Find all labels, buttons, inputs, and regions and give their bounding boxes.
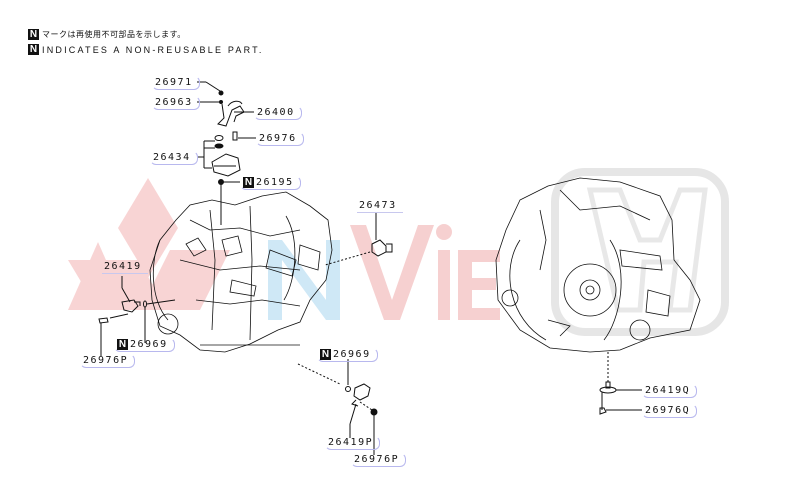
legend-japanese: N マークは再使用不可部品を示します。	[28, 29, 186, 40]
part-number: 26419	[104, 261, 142, 272]
legend-japanese-text: マークは再使用不可部品を示します。	[42, 30, 186, 39]
non-reusable-badge-icon: N	[28, 44, 39, 55]
part-number: 26976	[259, 133, 297, 144]
callout-26434[interactable]: 26434	[150, 151, 198, 165]
part-number: 26400	[257, 107, 295, 118]
part-number: 26434	[153, 152, 191, 163]
part-number: 26976P	[354, 454, 400, 465]
callout-26473[interactable]: 26473	[357, 200, 403, 213]
callout-26963[interactable]: 26963	[152, 96, 200, 110]
part-number: 26969	[130, 339, 168, 350]
right-transmission-sketch	[495, 177, 701, 353]
callout-26976[interactable]: 26976	[256, 132, 304, 146]
callout-26971[interactable]: 26971	[152, 76, 200, 90]
callout-26976P-bottom[interactable]: 26976P	[351, 453, 407, 467]
part-number: 26976P	[83, 355, 129, 366]
callout-26419Q[interactable]: 26419Q	[642, 384, 698, 398]
legend-english: N INDICATES A NON-REUSABLE PART.	[28, 44, 264, 55]
non-reusable-badge-icon: N	[243, 177, 254, 188]
part-number: 26195	[256, 177, 294, 188]
non-reusable-badge-icon: N	[117, 339, 128, 350]
left-transmission-sketch	[149, 191, 333, 353]
part-number: 26419Q	[645, 385, 691, 396]
part-number: 26969	[333, 349, 371, 360]
callout-26976P-left[interactable]: 26976P	[80, 354, 136, 368]
callout-26419[interactable]: 26419	[102, 261, 148, 274]
part-number: 26971	[155, 77, 193, 88]
part-number: 26473	[359, 200, 397, 211]
sensor-bracket-assembly	[197, 81, 256, 225]
non-reusable-badge-icon: N	[320, 349, 331, 360]
callout-26419P[interactable]: 26419P	[325, 436, 381, 450]
part-number: 26419P	[328, 437, 374, 448]
part-number: 26963	[155, 97, 193, 108]
non-reusable-badge-icon: N	[28, 29, 39, 40]
part-number: 26976Q	[645, 405, 691, 416]
callout-26976Q[interactable]: 26976Q	[642, 404, 698, 418]
callout-26400[interactable]: 26400	[254, 106, 302, 120]
legend-english-text: INDICATES A NON-REUSABLE PART.	[42, 44, 264, 55]
